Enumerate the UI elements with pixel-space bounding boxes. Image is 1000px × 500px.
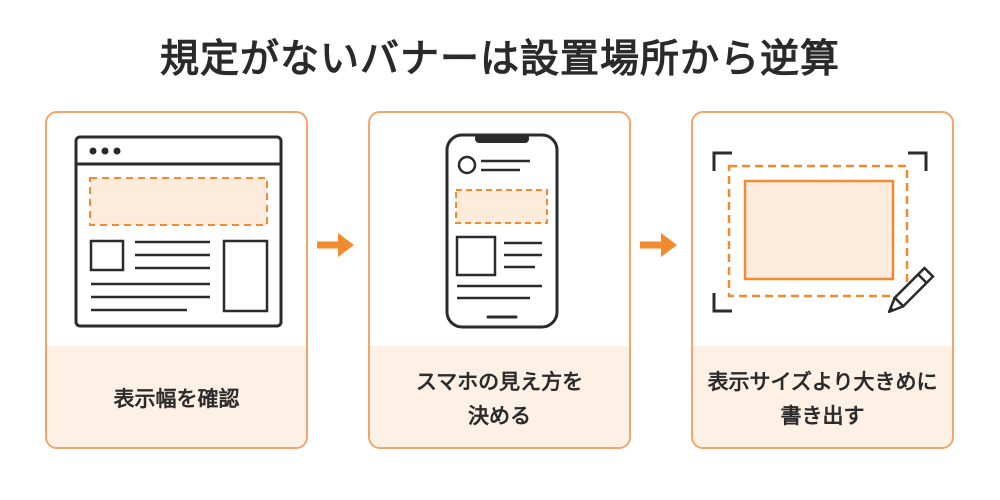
- step-caption-1: 表示幅を確認: [47, 346, 306, 447]
- arrow-right-icon: [640, 233, 677, 257]
- page-title: 規定がないバナーは設置場所から逆算: [159, 37, 840, 82]
- step-caption-2: スマホの見え方を 決める: [370, 346, 629, 447]
- step-card-3: 表示サイズより大きめに 書き出す: [691, 111, 954, 449]
- pencil-icon: [887, 266, 935, 314]
- step-label: 表示サイズより大きめに: [707, 369, 938, 394]
- step-caption-3: 表示サイズより大きめに 書き出す: [693, 346, 952, 447]
- crop-frame-icon: [712, 151, 935, 314]
- step-label: 書き出す: [780, 403, 865, 428]
- illustration-2: [370, 113, 629, 346]
- smartphone-icon: [445, 133, 559, 329]
- arrow-right-icon: [317, 233, 354, 257]
- step-card-2: スマホの見え方を 決める: [368, 111, 631, 449]
- illustration-3: [693, 113, 952, 346]
- step-label: 決める: [468, 403, 531, 428]
- step-label: スマホの見え方を: [415, 369, 584, 394]
- step-label: 表示幅を確認: [113, 386, 240, 411]
- browser-window-icon: [74, 135, 283, 328]
- step-card-1: 表示幅を確認: [45, 111, 308, 449]
- illustration-1: [47, 113, 306, 346]
